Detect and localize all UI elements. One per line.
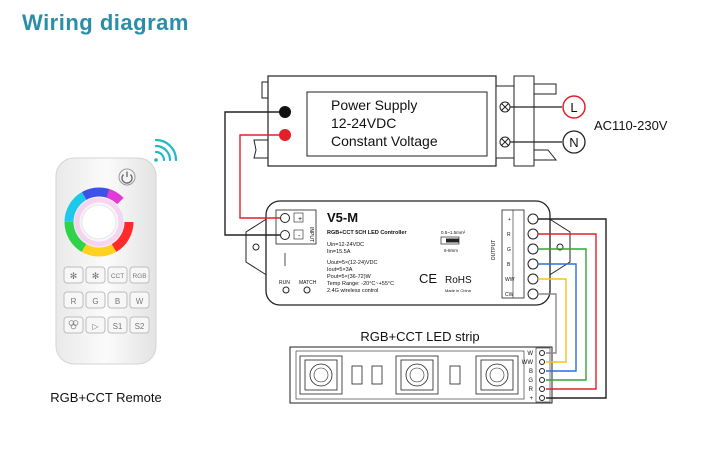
controller-out-cw: CW xyxy=(505,292,514,298)
controller-in-minus: - xyxy=(298,233,301,240)
page-heading: Wiring diagram xyxy=(22,10,189,35)
controller-ce-mark: CE xyxy=(419,271,437,286)
ac-input-wires xyxy=(510,95,586,154)
remote-caption: RGB+CCT Remote xyxy=(50,390,161,405)
remote-btn-brightness-up: ✻ xyxy=(92,271,100,281)
controller-match-label: MATCH xyxy=(299,280,317,286)
output-wires xyxy=(538,218,607,399)
controller-subtitle: RGB+CCT 5CH LED Controller xyxy=(327,230,407,236)
power-supply-unit xyxy=(253,75,558,167)
controller-rohs-mark: RoHS xyxy=(445,275,472,286)
led-strip-title: RGB+CCT LED strip xyxy=(360,329,479,344)
controller-wire-gauge: 0.5~1.5mm² xyxy=(441,230,466,235)
psu-label-line2: 12-24VDC xyxy=(331,115,396,131)
remote-buttons-row2: R G B W xyxy=(63,291,150,309)
strip-pin-plus: + xyxy=(529,396,533,402)
terminal-N-icon xyxy=(562,130,586,154)
remote-btn-brightness-down: ✻ xyxy=(70,271,78,281)
remote-buttons-row1: ✻ ✻ CCT RGB xyxy=(63,266,150,284)
remote-control: ✻ ✻ CCT RGB R G B W ▷ xyxy=(55,157,157,365)
strip-pin-r: R xyxy=(529,387,534,393)
terminal-N-label: N xyxy=(569,135,578,150)
remote-btn-s1: S1 xyxy=(113,322,123,331)
controller-output-label: OUTPUT xyxy=(491,240,497,261)
controller-out-ww: WW xyxy=(505,277,515,283)
controller-input-label: INPUT xyxy=(308,227,314,242)
controller-in-plus: + xyxy=(298,216,302,223)
remote-btn-w: W xyxy=(136,297,144,306)
controller-out-b: B xyxy=(507,262,511,268)
controller-out-plus: + xyxy=(508,217,511,223)
controller-iin: Iin=15.5A xyxy=(327,249,351,255)
controller-made-in: Made in China xyxy=(445,288,472,293)
remote-btn-play: ▷ xyxy=(92,322,99,331)
strip-pin-g: G xyxy=(528,378,533,384)
scene-icon xyxy=(68,320,79,330)
controller-out-g: G xyxy=(507,247,511,253)
controller-out-r: R xyxy=(507,232,511,238)
remote-btn-g: G xyxy=(92,297,98,306)
controller-wireless: 2.4G wireless control xyxy=(327,288,378,294)
color-wheel xyxy=(64,187,134,257)
controller-strip-length: 6-8mm xyxy=(444,248,458,253)
controller-iout: Iout=5×3A xyxy=(327,267,353,273)
terminal-L-icon xyxy=(562,95,586,119)
controller-uout: Uout=5×(12-24)VDC xyxy=(327,260,377,266)
ac-voltage-label: AC110-230V xyxy=(594,118,668,133)
wireless-signal-icon xyxy=(154,138,178,162)
controller-unit xyxy=(245,200,571,306)
remote-btn-r: R xyxy=(71,297,77,306)
remote-btn-rgb: RGB xyxy=(132,273,146,280)
remote-btn-s2: S2 xyxy=(135,322,145,331)
controller-run-label: RUN xyxy=(279,280,290,286)
controller-uin: Uin=12-24VDC xyxy=(327,242,364,248)
dc-wires xyxy=(224,111,280,236)
psu-label-line3: Constant Voltage xyxy=(331,133,438,149)
remote-btn-cct: CCT xyxy=(111,273,124,280)
strip-pin-w: W xyxy=(527,351,533,357)
psu-label-line1: Power Supply xyxy=(331,97,417,113)
led-strip xyxy=(289,346,553,404)
remote-btn-b: B xyxy=(115,297,120,306)
terminal-L-label: L xyxy=(570,100,577,115)
power-button-icon xyxy=(118,168,136,186)
controller-pout: Pout=5×(36-72)W xyxy=(327,274,372,280)
strip-pin-b: B xyxy=(529,369,533,375)
controller-temp: Temp Range: -20°C~+55°C xyxy=(327,281,394,287)
controller-model: V5-M xyxy=(327,210,358,225)
strip-pin-ww: WW xyxy=(522,360,534,366)
remote-buttons-row3: ▷ S1 S2 xyxy=(63,316,150,334)
